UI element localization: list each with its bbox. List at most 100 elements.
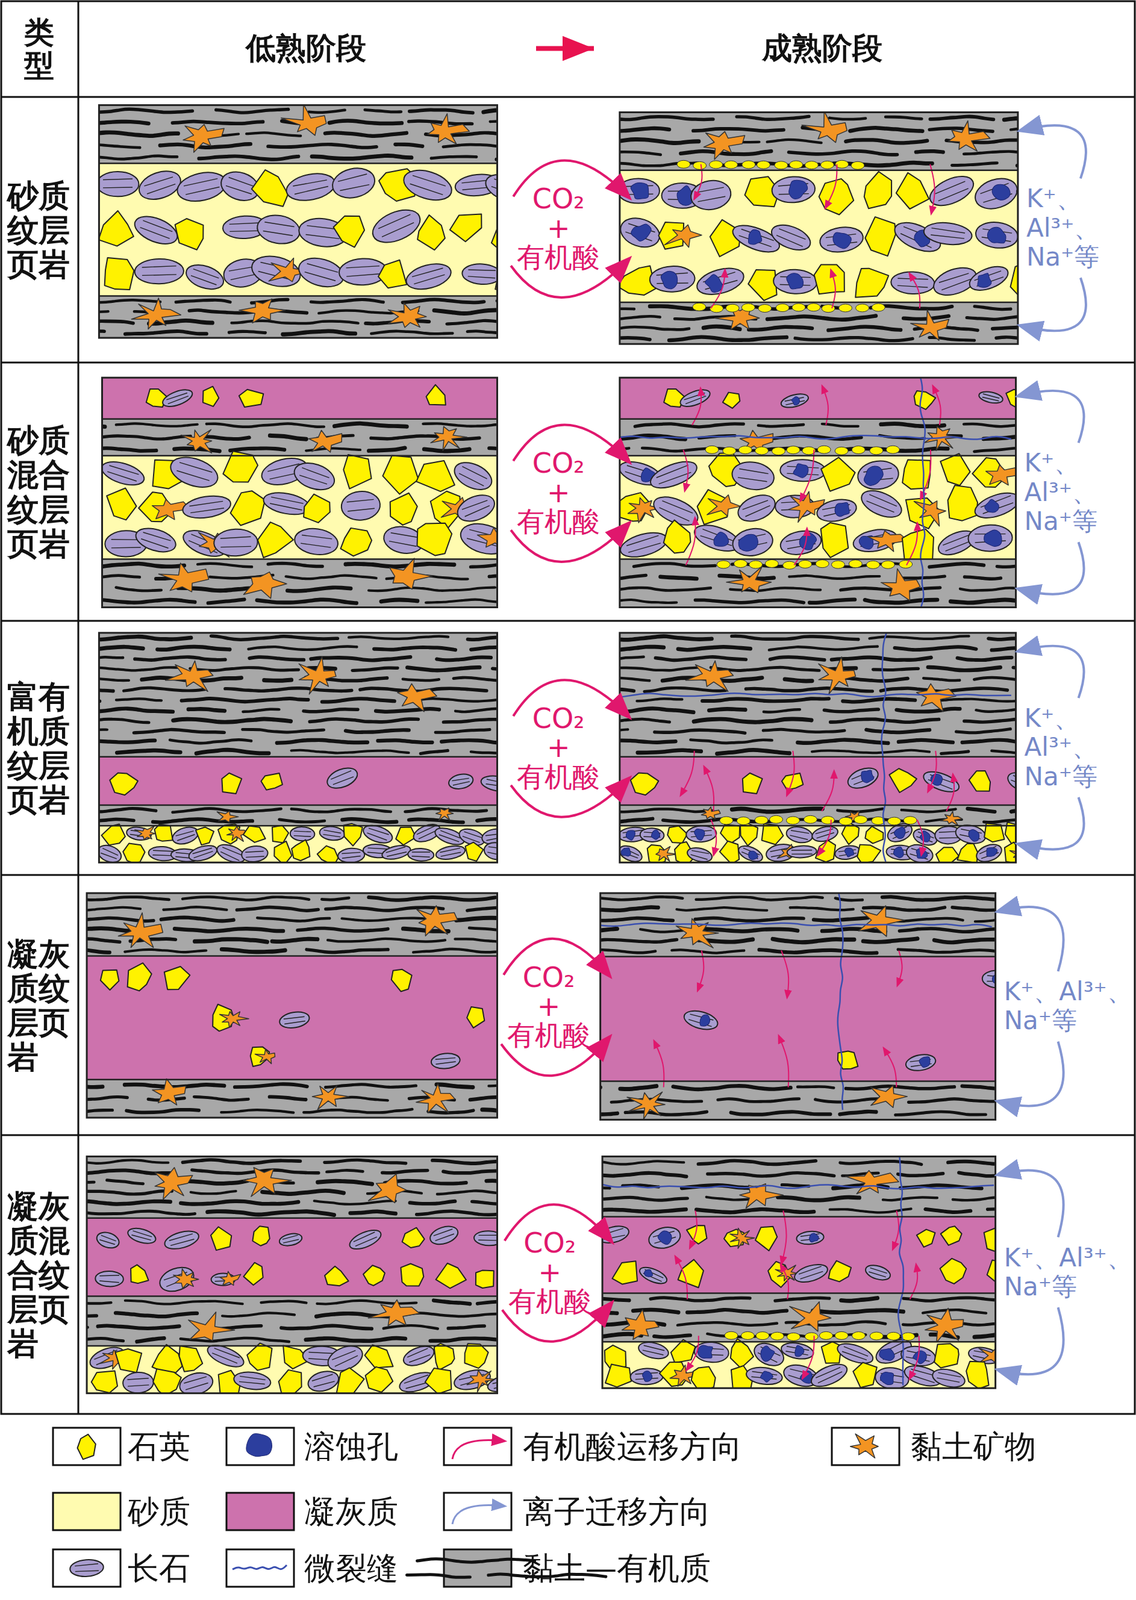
cleavage-line — [264, 221, 294, 228]
cleavage-line — [697, 196, 726, 202]
organic-streak — [402, 679, 440, 681]
layer-boundary — [102, 558, 498, 561]
micro-crack — [619, 435, 1012, 440]
organic-streak — [98, 156, 178, 160]
cleavage-line — [228, 177, 255, 187]
organic-streak — [811, 750, 930, 754]
layer — [602, 1216, 996, 1294]
feldspar-body — [480, 773, 498, 795]
cleavage-line — [931, 228, 965, 234]
organic-streak — [951, 163, 997, 166]
feldspar-body — [972, 488, 1017, 523]
organic-streak — [86, 949, 110, 953]
acid-label: 有机酸 — [516, 242, 600, 272]
layer-boundary — [98, 804, 497, 807]
quartz-grain — [916, 1229, 936, 1248]
legend-item — [831, 1428, 900, 1466]
legend-swatch-border — [443, 1493, 512, 1531]
clay-mineral — [845, 1170, 900, 1195]
stage-header: 低熟阶段 — [78, 0, 534, 97]
cleavage-line — [142, 274, 177, 276]
cleavage-line — [463, 831, 482, 839]
organic-streak — [731, 808, 823, 812]
low-mature-panel — [45, 893, 601, 1118]
feldspar-body — [808, 1360, 851, 1389]
cleavage-line — [408, 1354, 431, 1364]
clay-mineral — [701, 807, 721, 820]
organic-streak — [443, 719, 497, 723]
organic-streak — [789, 575, 880, 579]
quartz-grain — [740, 823, 758, 847]
organic-streak — [116, 423, 198, 426]
cleavage-line — [341, 852, 361, 854]
cleavage-line — [815, 1367, 841, 1379]
feldspar-body — [95, 1270, 124, 1288]
organic-streak — [706, 1197, 752, 1201]
table-border — [1, 1, 1135, 1415]
dissolution-pore — [737, 533, 760, 553]
organic-streak — [619, 708, 694, 713]
feldspar-grain — [904, 842, 935, 863]
cleavage-line — [982, 397, 1000, 402]
quartz-grain — [400, 1264, 424, 1287]
organic-streak — [327, 939, 446, 943]
cleavage-line — [168, 396, 189, 405]
organic-streak — [673, 1086, 791, 1090]
feldspar-grain — [427, 1223, 461, 1248]
organic-streak — [823, 709, 879, 712]
feldspar-body — [407, 848, 435, 862]
organic-streak — [896, 708, 960, 712]
legend-swatch-border — [226, 1549, 294, 1588]
feldspar-grain — [981, 969, 996, 990]
organic-streak — [769, 646, 878, 651]
quartz-grain — [333, 216, 366, 248]
quartz-grain — [109, 773, 138, 796]
organic-streak — [126, 1110, 199, 1114]
organic-streak — [961, 1086, 996, 1090]
authigenic-quartz — [807, 303, 821, 312]
organic-streak — [407, 667, 480, 671]
cleavage-line — [468, 269, 496, 272]
legend-swatch-border — [53, 1493, 121, 1531]
cleavage-line — [301, 468, 330, 479]
organic-streak — [960, 587, 1015, 591]
cleavage-line — [190, 507, 225, 514]
stage-header: 成熟阶段 — [596, 0, 1049, 97]
quartz-grain — [984, 1227, 996, 1253]
acid-migration-arrow — [686, 518, 696, 566]
dissolution-pore — [760, 1370, 774, 1383]
authigenic-quartz — [817, 445, 831, 454]
quartz-grain — [395, 827, 416, 846]
organic-streak — [693, 719, 812, 723]
organic-streak — [326, 1170, 363, 1173]
feldspar-body — [778, 527, 823, 558]
organic-streak — [600, 1112, 618, 1115]
organic-streak — [316, 1301, 417, 1305]
feldspar-grain — [734, 490, 779, 527]
cleavage-line — [842, 1351, 867, 1361]
clay-mineral — [118, 913, 163, 949]
cleavage-line — [628, 543, 661, 553]
clay-mineral — [131, 298, 181, 329]
organic-streak — [283, 331, 356, 335]
organic-streak — [86, 1170, 171, 1174]
cleavage-line — [347, 508, 375, 512]
grid-line — [77, 1, 80, 1415]
cleavage-line — [690, 854, 708, 860]
feldspar-body — [427, 1223, 461, 1248]
authigenic-quartz — [851, 1332, 865, 1341]
authigenic-quartz — [705, 445, 719, 454]
feldspar-grain — [780, 458, 826, 482]
layer-boundary — [102, 418, 498, 421]
organic-streak — [955, 729, 1011, 734]
organic-streak — [966, 316, 1018, 320]
clay-mineral — [216, 811, 238, 823]
feldspar-grain — [292, 525, 340, 558]
legend-crack — [232, 1565, 287, 1570]
legend-arrow — [452, 1505, 505, 1525]
layer — [86, 956, 497, 1080]
organic-streak — [941, 751, 969, 755]
cleavage-line — [127, 1385, 149, 1387]
feldspar-body — [845, 764, 882, 793]
clay-mineral — [416, 1083, 455, 1114]
